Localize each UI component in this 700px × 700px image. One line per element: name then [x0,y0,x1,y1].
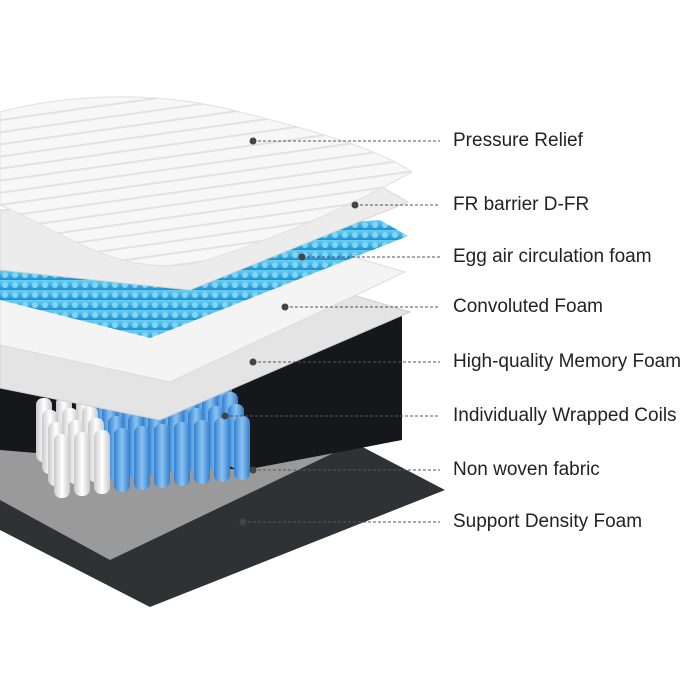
layer-label: FR barrier D-FR [453,194,590,215]
leader-dot [298,253,306,261]
leader-dot [249,466,257,474]
coil [154,424,170,488]
coil [214,418,230,482]
layer-label: Egg air circulation foam [453,246,652,267]
coil [174,422,190,486]
layer-label: Individually Wrapped Coils [453,405,677,426]
layer-label: Support Density Foam [453,511,643,532]
coil [194,420,210,484]
layer-pressure-relief [0,96,413,267]
layer-label: Pressure Relief [453,130,583,151]
coil [94,430,110,494]
layer-label: Convoluted Foam [453,296,603,317]
leader-dot [239,518,247,526]
layer-label: Non woven fabric [453,459,600,480]
leader-dot [351,201,359,209]
coil [234,416,250,480]
leader-dot [281,303,289,311]
coil [134,426,150,490]
layer-label: High-quality Memory Foam [453,351,682,372]
leader-lines [221,137,440,526]
coil [54,434,70,498]
leader-dot [249,137,257,145]
coil [114,428,130,492]
leader-dot [221,412,229,420]
coil [74,432,90,496]
leader-dot [249,358,257,366]
